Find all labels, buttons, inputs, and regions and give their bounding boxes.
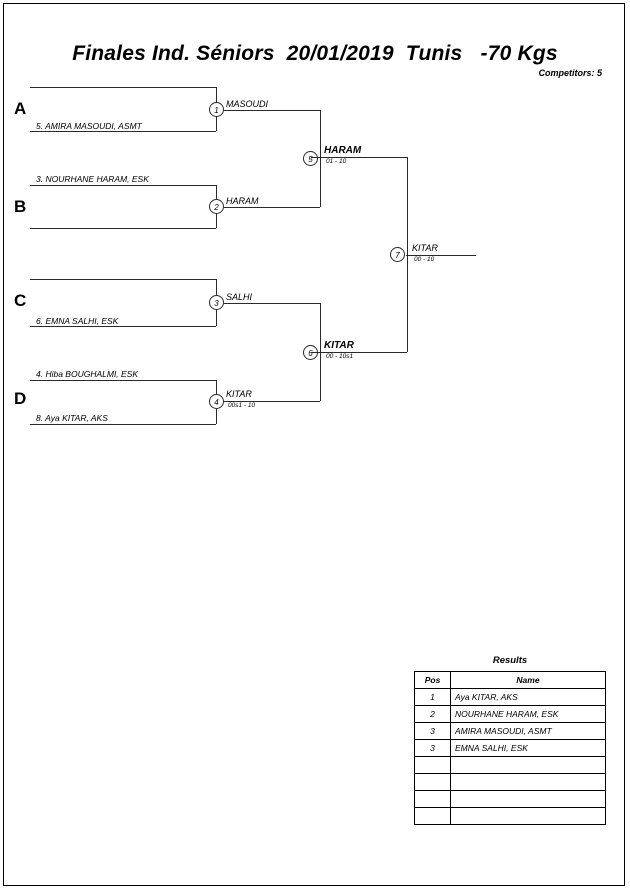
results-title: Results bbox=[492, 655, 528, 666]
result-pos: 3 bbox=[414, 722, 451, 740]
bracket-line-champion bbox=[406, 255, 476, 256]
result-name bbox=[450, 807, 606, 825]
result-pos bbox=[414, 773, 451, 791]
result-name bbox=[450, 756, 606, 774]
result-pos bbox=[414, 756, 451, 774]
bracket-line-d-top bbox=[30, 380, 216, 381]
table-row[interactable]: 2 NOURHANE HARAM, ESK bbox=[414, 705, 606, 723]
match-1-winner: MASOUDI bbox=[226, 99, 269, 109]
slot-b-top: 3. NOURHANE HARAM, ESK bbox=[36, 174, 149, 184]
table-row[interactable]: 3 EMNA SALHI, ESK bbox=[414, 739, 606, 757]
match-6-score: 00 - 10s1 bbox=[326, 353, 354, 360]
match-circle-4[interactable]: 4 bbox=[209, 394, 224, 409]
result-pos: 1 bbox=[414, 688, 451, 706]
table-row[interactable]: 3 AMIRA MASOUDI, ASMT bbox=[414, 722, 606, 740]
bracket-line-d-bottom bbox=[30, 424, 216, 425]
bracket-line-m2-out bbox=[224, 207, 320, 208]
table-row[interactable] bbox=[414, 807, 606, 825]
bracket-connector-semi-top bbox=[320, 110, 321, 207]
slot-c-bottom: 6. EMNA SALHI, ESK bbox=[36, 316, 119, 326]
match-4-score: 00s1 - 10 bbox=[228, 402, 256, 409]
result-name bbox=[450, 773, 606, 791]
bracket-connector-final bbox=[407, 157, 408, 352]
result-name: EMNA SALHI, ESK bbox=[450, 739, 606, 757]
table-row[interactable] bbox=[414, 790, 606, 808]
result-pos bbox=[414, 807, 451, 825]
bracket-line-a-top bbox=[30, 87, 216, 88]
result-pos: 2 bbox=[414, 705, 451, 723]
table-row[interactable] bbox=[414, 756, 606, 774]
bracket-line-m4-out bbox=[224, 401, 320, 402]
result-name: AMIRA MASOUDI, ASMT bbox=[450, 722, 606, 740]
bracket-line-m3-out bbox=[224, 303, 320, 304]
match-2-winner: HARAM bbox=[226, 196, 259, 206]
bracket-line-m6-out bbox=[311, 352, 407, 353]
group-letter-d: D bbox=[14, 389, 27, 408]
match-circle-3[interactable]: 3 bbox=[209, 295, 224, 310]
table-row[interactable] bbox=[414, 773, 606, 791]
match-5-winner: HARAM bbox=[324, 145, 362, 156]
slot-a-bottom: 5. AMIRA MASOUDI, ASMT bbox=[36, 121, 142, 131]
results-col-pos: Pos bbox=[414, 671, 451, 689]
match-3-winner: SALHI bbox=[226, 292, 253, 302]
bracket-line-c-bottom bbox=[30, 326, 216, 327]
result-pos bbox=[414, 790, 451, 808]
match-circle-7[interactable]: 7 bbox=[390, 247, 405, 262]
result-name: Aya KITAR, AKS bbox=[450, 688, 606, 706]
match-circle-2[interactable]: 2 bbox=[209, 199, 224, 214]
match-circle-1[interactable]: 1 bbox=[209, 102, 224, 117]
results-panel: Results Pos Name 1 Aya KITAR, AKS 2 NOUR… bbox=[414, 655, 606, 825]
bracket-line-a-bottom bbox=[30, 131, 216, 132]
bracket-line-b-bottom bbox=[30, 228, 216, 229]
results-header-row: Pos Name bbox=[414, 671, 606, 689]
results-col-name: Name bbox=[450, 671, 606, 689]
bracket-line-b-top bbox=[30, 185, 216, 186]
match-circle-5[interactable]: 5 bbox=[303, 151, 318, 166]
match-7-winner: KITAR bbox=[412, 243, 438, 253]
result-name bbox=[450, 790, 606, 808]
competitors-count: Competitors: 5 bbox=[538, 68, 602, 78]
group-letter-c: C bbox=[14, 291, 27, 310]
page-border bbox=[3, 3, 625, 886]
match-4-winner: KITAR bbox=[226, 389, 252, 399]
bracket-line-m1-out bbox=[224, 110, 320, 111]
slot-d-top: 4. Hiba BOUGHALMI, ESK bbox=[36, 369, 139, 379]
match-6-winner: KITAR bbox=[324, 340, 354, 351]
page-title: Finales Ind. Séniors 20/01/2019 Tunis -7… bbox=[72, 42, 558, 65]
slot-d-bottom: 8. Aya KITAR, AKS bbox=[36, 413, 108, 423]
result-name: NOURHANE HARAM, ESK bbox=[450, 705, 606, 723]
bracket-line-c-top bbox=[30, 279, 216, 280]
table-row[interactable]: 1 Aya KITAR, AKS bbox=[414, 688, 606, 706]
match-7-score: 00 - 10 bbox=[414, 256, 435, 263]
bracket-line-m5-out bbox=[311, 157, 407, 158]
results-table: Pos Name 1 Aya KITAR, AKS 2 NOURHANE HAR… bbox=[414, 671, 606, 825]
group-letter-b: B bbox=[14, 197, 27, 216]
match-5-score: 01 - 10 bbox=[326, 158, 347, 165]
result-pos: 3 bbox=[414, 739, 451, 757]
group-letter-a: A bbox=[14, 99, 27, 118]
